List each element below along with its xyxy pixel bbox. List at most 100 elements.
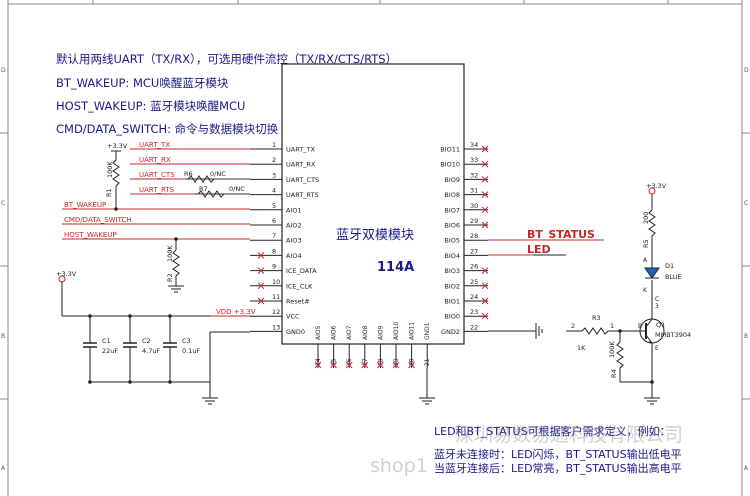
no-connect-mark	[481, 206, 489, 214]
no-connect-mark	[481, 191, 489, 198]
border-label-c-left: C	[1, 200, 5, 207]
net-label-vdd: VDD +3.3V	[216, 308, 256, 316]
pin-name: UART_TX	[286, 146, 315, 154]
watermark-company: 深圳易数易通科技有限公司	[455, 424, 684, 446]
pin-number: 10	[272, 278, 280, 286]
d1-label: D1	[665, 262, 674, 270]
r5-supply: +3.3V	[646, 182, 667, 190]
pin-name: AIO3	[286, 237, 302, 245]
right-pins: 34BIO1133BIO1032BIO931BIO830BIO729BIO628…	[440, 141, 489, 336]
pin-name: AIO6	[331, 325, 338, 340]
border-label-b-right: B	[744, 333, 748, 340]
r7-resistor	[197, 190, 225, 198]
pin-name: Reset#	[286, 298, 310, 306]
border-label-d-right: D	[744, 67, 749, 74]
r1-group: +3.3V R1 100K	[105, 142, 128, 211]
net-label-uart-rts: UART_RTS	[139, 186, 175, 194]
no-connect-mark	[392, 361, 400, 369]
q1-label: Q1	[656, 321, 665, 329]
pin-number: 26	[470, 263, 478, 271]
r5-resistor	[648, 209, 656, 237]
footer-line-3: 当蓝牙连接后：LED常亮，BT_STATUS输出高电平	[434, 462, 682, 475]
bottom-pins: 14AIO515AIO616AIO717AIO818AIO919AIO1020A…	[314, 322, 431, 369]
r2-label: R2	[166, 273, 174, 282]
power-rail: +3.3V	[56, 270, 250, 405]
pin-number: 11	[272, 293, 280, 301]
r1-value: 100K	[106, 161, 114, 178]
pin-name: BIO11	[440, 146, 460, 154]
pin-name: BIO4	[444, 252, 460, 260]
pin-name: BIO5	[444, 237, 460, 245]
r5-value: 200	[642, 212, 650, 224]
pin-name: AIO8	[362, 325, 369, 340]
pin-number: 23	[470, 308, 478, 316]
pin-name: BIO8	[444, 191, 460, 199]
pin-number: 12	[272, 308, 280, 316]
gnd2-ground	[488, 323, 543, 339]
pin-number: 28	[470, 232, 478, 240]
no-connect-mark	[314, 361, 322, 369]
r2-group: R2 100K	[166, 237, 184, 293]
module-body	[281, 63, 465, 345]
note-cmd-switch: CMD/DATA_SWITCH: 命令与数据模块切换	[56, 122, 279, 136]
no-connect-mark	[377, 361, 384, 369]
net-label-bt-status: BT_STATUS	[527, 228, 595, 241]
no-connect-mark	[257, 267, 265, 274]
pin-bottom-17: 17 AIO8	[361, 325, 369, 369]
no-connect-mark	[481, 160, 489, 168]
q1-pin-3: 3	[655, 303, 659, 310]
pin-name: VCC	[286, 313, 300, 321]
pin-number: 32	[470, 171, 478, 179]
d1-led-triangle	[644, 267, 660, 279]
pin-name: ICE_CLK	[286, 282, 313, 290]
border-label-b-left: B	[1, 333, 5, 340]
pin-name: AIO2	[286, 222, 302, 230]
no-connect-mark	[481, 297, 489, 305]
pin-name: AIO10	[393, 322, 400, 340]
no-connect-mark	[481, 312, 489, 320]
pin-number: 6	[272, 217, 276, 225]
pin-number: 33	[470, 156, 478, 164]
pin-name: AIO7	[346, 325, 353, 340]
pin-number: 18	[377, 358, 384, 366]
d1-pin-k: K	[643, 287, 648, 294]
no-connect-mark	[257, 297, 265, 305]
r2-value: 100K	[166, 245, 174, 262]
pin-number: 31	[470, 187, 478, 195]
q1-transistor: Q1 MMBT3904 C 3 E B	[638, 296, 691, 405]
c2-value: 4.7uF	[142, 347, 160, 355]
pin-number: 30	[470, 202, 478, 210]
c1-value: 22uF	[102, 347, 118, 355]
pin-number: 22	[470, 323, 478, 331]
pin-number: 15	[331, 358, 338, 366]
pin-number: 16	[346, 358, 353, 366]
pin-number: 4	[272, 187, 276, 195]
r7-label: R7	[199, 185, 208, 193]
pin-name: AIO5	[315, 325, 322, 340]
pin-name: AIO4	[286, 252, 302, 260]
pin-name: BIO0	[444, 313, 460, 321]
d1-value: BLUE	[665, 273, 682, 281]
c1-label: C1	[102, 337, 111, 345]
border-label-a-left: A	[1, 465, 6, 472]
pin-name: BIO1	[444, 298, 460, 306]
border-label-a-right: A	[744, 465, 749, 472]
pin-name: GND0	[286, 328, 305, 336]
pin-number: 17	[362, 358, 369, 366]
r4-value: 100K	[608, 341, 616, 358]
